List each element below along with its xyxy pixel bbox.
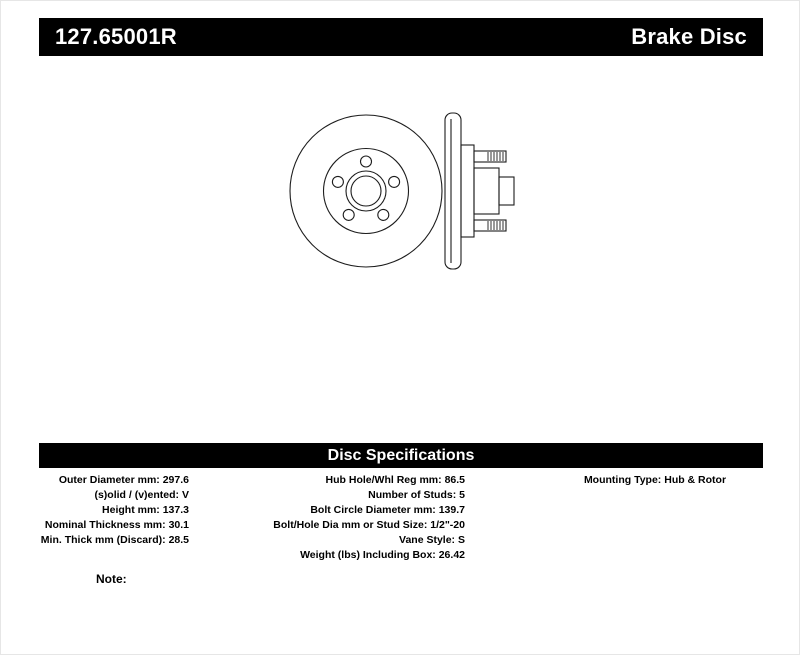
spec-label: Vane Style: [399,534,456,546]
spec-label: Min. Thick mm (Discard): [40,534,166,546]
brake-disc-technical-drawing [289,112,515,270]
spec-value: 137.3 [162,504,189,516]
spec-value: 1/2"-20 [430,519,465,531]
spec-label: (s)olid / (v)ented: [94,489,180,501]
spec-value: 28.5 [168,534,189,546]
spec-value: Hub & Rotor [664,474,727,486]
hub-flange [460,144,475,238]
note-label: Note: [96,572,127,586]
spec-label: Number of Studs: [368,489,457,501]
spec-label: Mounting Type: [583,474,662,486]
spec-row: Weight (lbs) Including Box: 26.42 [191,548,465,563]
spec-label: Bolt Circle Diameter mm: [310,504,436,516]
spec-row: Mounting Type: Hub & Rotor [553,473,757,488]
spec-column-left: Outer Diameter mm: 297.6 (s)olid / (v)en… [1,473,189,548]
spec-value: S [457,534,465,546]
spec-label: Height mm: [102,504,160,516]
spec-value: 5 [459,489,465,501]
spec-row: Vane Style: S [191,533,465,548]
hub-spindle-cap [498,176,515,206]
spec-row: Nominal Thickness mm: 30.1 [1,518,189,533]
spec-row: Outer Diameter mm: 297.6 [1,473,189,488]
hat-circle [322,147,410,235]
spec-value: 86.5 [444,474,465,486]
spec-row: Height mm: 137.3 [1,503,189,518]
spec-value: V [181,489,189,501]
rotor-side-view [444,112,515,270]
wheel-stud-bottom [473,219,507,232]
spec-row: (s)olid / (v)ented: V [1,488,189,503]
stud-holes [331,155,401,221]
stud-threads-top [487,152,504,161]
spec-column-middle: Hub Hole/Whl Reg mm: 86.5 Number of Stud… [191,473,465,563]
product-title: Brake Disc [631,24,747,49]
rotor-front-view [289,114,443,268]
outer-diameter-circle [289,114,443,268]
spec-value: 297.6 [162,474,189,486]
hub-barrel [473,167,500,215]
spec-row: Bolt/Hole Dia mm or Stud Size: 1/2"-20 [191,518,465,533]
spec-section-title: Disc Specifications [327,446,475,464]
spec-value: 30.1 [168,519,189,531]
stud-threads-bottom [487,221,504,230]
spec-section-header: Disc Specifications [39,443,763,468]
spec-row: Min. Thick mm (Discard): 28.5 [1,533,189,548]
rotor-profile [444,112,462,270]
spec-value: 139.7 [438,504,465,516]
center-bore-outer-circle [345,170,387,212]
spec-column-right: Mounting Type: Hub & Rotor [553,473,757,488]
header-bar: 127.65001R Brake Disc [39,18,763,56]
wheel-stud-top [473,150,507,163]
part-number: 127.65001R [55,24,177,49]
center-bore-circle [350,175,382,207]
spec-row: Hub Hole/Whl Reg mm: 86.5 [191,473,465,488]
spec-label: Outer Diameter mm: [58,474,160,486]
spec-label: Weight (lbs) Including Box: [300,549,436,561]
spec-label: Bolt/Hole Dia mm or Stud Size: [273,519,428,531]
spec-row: Bolt Circle Diameter mm: 139.7 [191,503,465,518]
spec-row: Number of Studs: 5 [191,488,465,503]
spec-value: 26.42 [438,549,465,561]
spec-label: Hub Hole/Whl Reg mm: [325,474,442,486]
spec-label: Nominal Thickness mm: [44,519,166,531]
